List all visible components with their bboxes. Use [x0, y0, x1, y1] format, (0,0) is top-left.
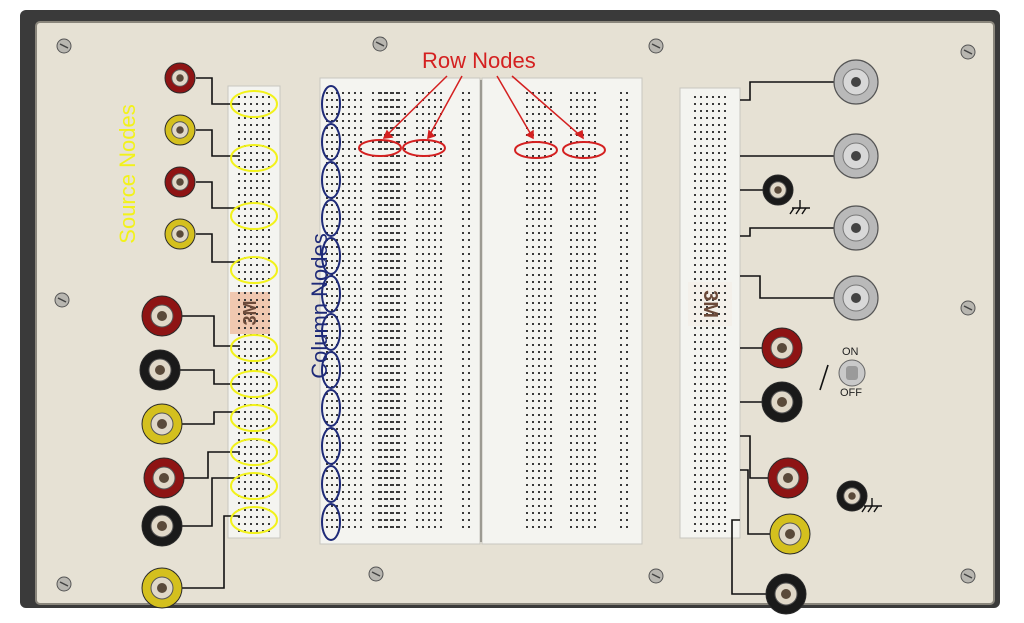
column-node-highlight [321, 85, 341, 123]
yellow-jack-icon [164, 114, 196, 146]
column-node-highlight [321, 389, 341, 427]
wire [740, 81, 834, 101]
logo-right: 3M [699, 290, 721, 318]
source-node-highlight [230, 370, 278, 398]
source-node-highlight [230, 90, 278, 118]
wire [196, 129, 240, 157]
screw-icon [56, 38, 72, 54]
red-jack-icon [761, 327, 803, 369]
screw-icon [372, 36, 388, 52]
column-node-highlight [321, 123, 341, 161]
bnc-connector-icon [833, 133, 879, 179]
red-jack-icon [143, 457, 185, 499]
logo-tile-right [688, 282, 732, 326]
wire [740, 275, 834, 299]
bnc-connector-icon [833, 275, 879, 321]
source-node-highlight [230, 472, 278, 500]
screw-icon [960, 568, 976, 584]
column-node-highlight [321, 351, 341, 389]
wire [184, 451, 240, 479]
column-node-highlight [321, 275, 341, 313]
screw-icon [368, 566, 384, 582]
yellow-jack-icon [141, 567, 183, 609]
column-node-highlight [321, 237, 341, 275]
yellow-jack-icon [141, 403, 183, 445]
row-node-highlight [562, 141, 606, 159]
source-node-highlight [230, 202, 278, 230]
bnc-connector-icon [833, 205, 879, 251]
row-node-arrows [382, 75, 584, 140]
wire [182, 411, 240, 425]
switch-off-label: OFF [840, 387, 862, 399]
source-node-highlight [230, 144, 278, 172]
column-node-highlight [321, 161, 341, 199]
screw-icon [54, 292, 70, 308]
wire [182, 315, 240, 347]
source-node-highlight [230, 334, 278, 362]
black-jack-icon [761, 381, 803, 423]
screw-icon [960, 44, 976, 60]
row-node-highlight [402, 139, 446, 157]
wire [196, 181, 240, 209]
wire [196, 77, 240, 105]
switch-on-label: ON [842, 346, 859, 358]
column-node-highlight [321, 503, 341, 541]
column-nodes-label: Column Nodes [307, 233, 332, 379]
ground-icon [789, 200, 810, 215]
wire [180, 369, 240, 385]
row-nodes-label: Row Nodes [422, 48, 536, 73]
red-jack-icon [767, 457, 809, 499]
black-jack-icon [762, 174, 794, 206]
wire [740, 469, 770, 535]
red-jack-icon [164, 166, 196, 198]
column-node-highlight [321, 313, 341, 351]
source-node-highlight [230, 256, 278, 284]
breadboard-right-half [481, 77, 643, 545]
wire [182, 477, 240, 527]
source-nodes-label: Source Nodes [115, 104, 140, 244]
column-node-highlight [321, 199, 341, 237]
black-jack-icon [836, 480, 868, 512]
toggle-switch-icon [819, 359, 866, 391]
red-jack-icon [164, 62, 196, 94]
wire [740, 435, 768, 479]
screw-icon [56, 576, 72, 592]
screw-icon [648, 38, 664, 54]
screw-icon [960, 300, 976, 316]
screw-icon [648, 568, 664, 584]
red-jack-icon [141, 295, 183, 337]
yellow-jack-icon [164, 218, 196, 250]
black-jack-icon [141, 505, 183, 547]
source-node-highlight [230, 404, 278, 432]
wire [196, 233, 240, 263]
source-node-highlight [230, 506, 278, 534]
column-node-highlight [321, 427, 341, 465]
column-node-highlight [321, 465, 341, 503]
source-node-highlight [230, 438, 278, 466]
bnc-connector-icon [833, 59, 879, 105]
black-jack-icon [139, 349, 181, 391]
wire [731, 519, 766, 595]
row-node-highlight [358, 139, 402, 157]
logo-left: 3M [240, 300, 260, 326]
row-node-highlight [514, 141, 558, 159]
yellow-jack-icon [769, 513, 811, 555]
black-jack-icon [765, 573, 807, 615]
ground-icon [861, 498, 882, 513]
wire [740, 227, 834, 237]
